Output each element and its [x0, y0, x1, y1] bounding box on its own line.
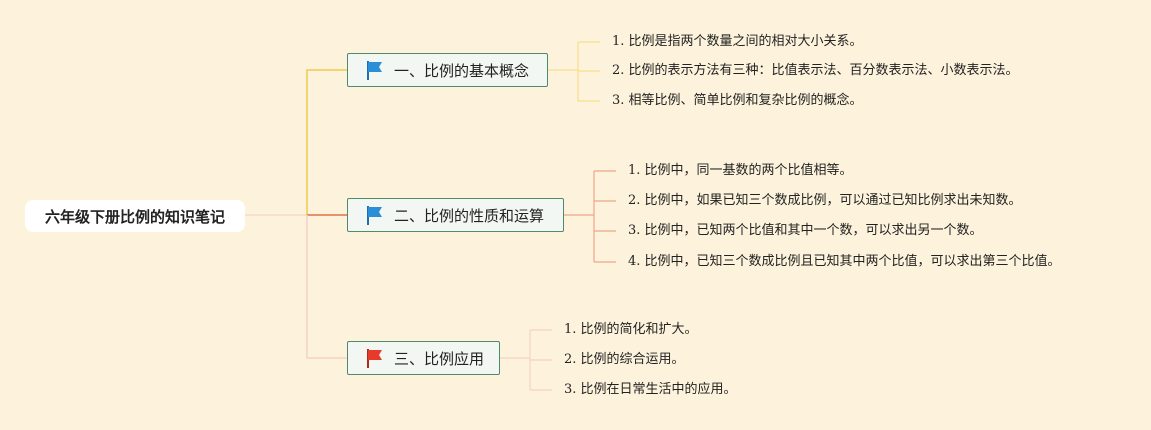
branch-topic-label: 二、比例的性质和运算 — [394, 206, 545, 225]
leaf-topic[interactable]: 1. 比例中，同一基数的两个比值相等。 — [628, 163, 853, 178]
branch3-leaf-connectors — [500, 329, 552, 391]
leaf-topic[interactable]: 2. 比例的表示方法有三种：比值表示法、百分数表示法、小数表示法。 — [612, 63, 1019, 78]
branch-topic-basic-concepts[interactable]: 一、比例的基本概念 — [347, 53, 548, 87]
leaf-topic[interactable]: 3. 相等比例、简单比例和复杂比例的概念。 — [612, 93, 863, 108]
branch3-connector — [306, 215, 347, 359]
leaf-topic[interactable]: 3. 比例中，已知两个比值和其中一个数，可以求出另一个数。 — [628, 223, 983, 238]
root-topic-label: 六年级下册比例的知识笔记 — [44, 207, 225, 226]
blue-flag-icon — [367, 61, 382, 80]
leaf-topic[interactable]: 1. 比例的简化和扩大。 — [564, 322, 698, 337]
leaf-topic[interactable]: 1. 比例是指两个数量之间的相对大小关系。 — [612, 34, 863, 49]
red-flag-icon — [367, 349, 382, 368]
leaf-topic[interactable]: 2. 比例中，如果已知三个数成比例，可以通过已知比例求出未知数。 — [628, 193, 1022, 208]
branch1-connector — [306, 69, 347, 215]
root-topic[interactable]: 六年级下册比例的知识笔记 — [25, 200, 245, 232]
leaf-topic[interactable]: 4. 比例中，已知三个数成比例且已知其中两个比值，可以求出第三个比值。 — [628, 254, 1061, 269]
branch1-leaf-connectors — [548, 41, 600, 102]
branch-topic-label: 三、比例应用 — [394, 349, 485, 368]
blue-flag-icon — [367, 206, 382, 225]
branch-topic-label: 一、比例的基本概念 — [394, 61, 530, 80]
branch2-leaf-connectors — [564, 170, 616, 263]
branch-topic-properties-operations[interactable]: 二、比例的性质和运算 — [347, 198, 564, 232]
leaf-topic[interactable]: 3. 比例在日常生活中的应用。 — [564, 382, 737, 397]
leaf-topic[interactable]: 2. 比例的综合运用。 — [564, 352, 685, 367]
branch-topic-applications[interactable]: 三、比例应用 — [347, 341, 500, 375]
